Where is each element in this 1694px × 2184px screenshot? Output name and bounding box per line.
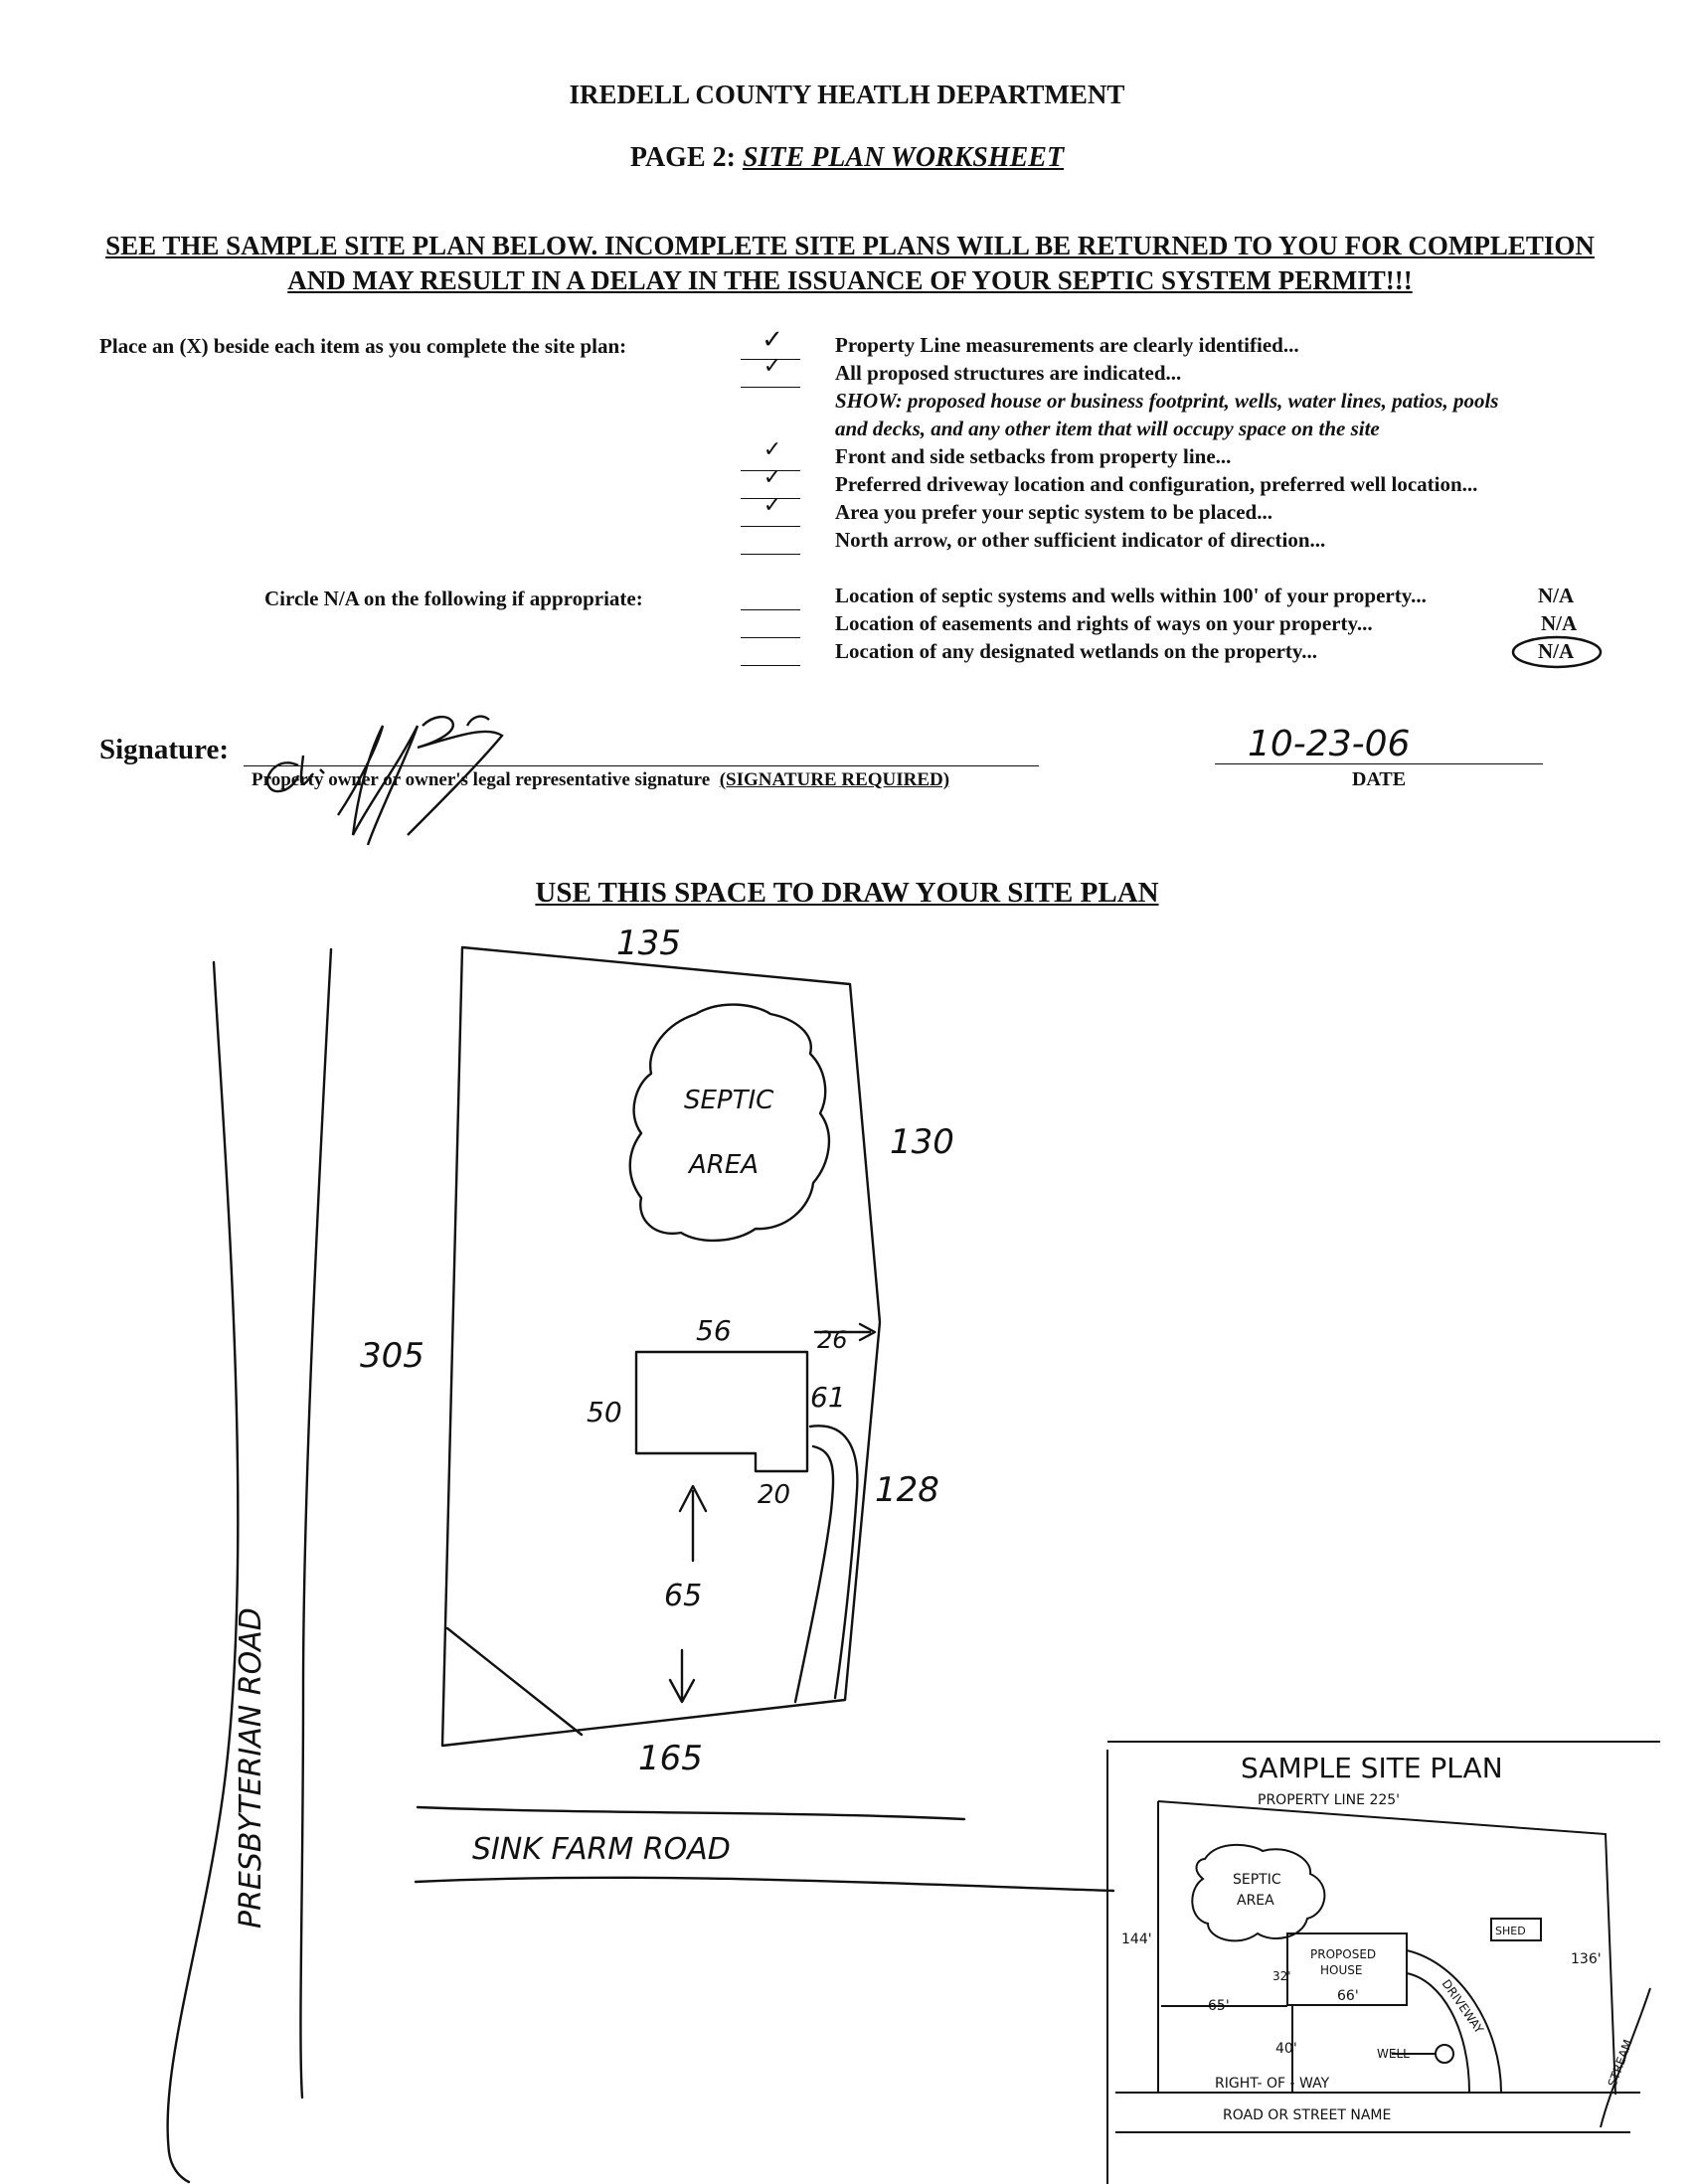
sample-right-dim: 136' — [1571, 1951, 1602, 1967]
house-width: 56 — [696, 1314, 732, 1347]
sample-site-plan: SAMPLE SITE PLAN PROPERTY LINE 225' SEPT… — [1106, 1741, 1660, 2184]
checklist-item: All proposed structures are indicated... — [835, 361, 1182, 385]
sample-title: SAMPLE SITE PLAN — [1241, 1752, 1503, 1784]
checklist-item: SHOW: proposed house or business footpri… — [835, 389, 1499, 413]
checklist-item: and decks, and any other item that will … — [835, 417, 1380, 440]
road-south-edge — [414, 1876, 1115, 1893]
na-option[interactable]: N/A — [1541, 611, 1578, 635]
na-item: Location of easements and rights of ways… — [835, 611, 1373, 635]
checkbox-line — [741, 498, 800, 499]
checklist-item: Front and side setbacks from property li… — [835, 444, 1232, 468]
driveway — [808, 1425, 859, 1700]
checklist-item: North arrow, or other sufficient indicat… — [835, 528, 1326, 552]
sample-house-width: 66' — [1337, 1988, 1359, 2004]
sample-stream: STREAM — [1606, 2038, 1635, 2089]
signature-caption: Property owner or owner's legal represen… — [252, 769, 949, 791]
drawing-space-title: USE THIS SPACE TO DRAW YOUR SITE PLAN — [535, 877, 1159, 909]
sample-front: 40' — [1275, 2041, 1297, 2057]
road-south-label: SINK FARM ROAD — [472, 1832, 731, 1867]
checkbox-mark[interactable]: ✓ — [762, 325, 783, 355]
na-circle-mark — [1511, 635, 1603, 669]
checkbox-mark[interactable]: ✓ — [762, 354, 782, 379]
road-west-label: PRESBYTERIAN ROAD — [234, 1607, 268, 1929]
checklist-item: Area you prefer your septic system to be… — [835, 500, 1272, 524]
date-value[interactable]: 10-23-06 — [1248, 724, 1411, 764]
checklist-instruction: Place an (X) beside each item as you com… — [99, 334, 627, 358]
signature-line[interactable] — [244, 765, 1039, 766]
sample-property-line: PROPERTY LINE 225' — [1258, 1792, 1400, 1808]
signature-required: (SIGNATURE REQUIRED) — [719, 769, 950, 790]
na-option-circled[interactable]: N/A — [1538, 639, 1575, 663]
sample-setback: 65' — [1208, 1998, 1230, 2014]
na-item: Location of septic systems and wells wit… — [835, 584, 1427, 607]
na-option[interactable]: N/A — [1538, 584, 1575, 607]
page-prefix: PAGE 2: — [629, 142, 736, 173]
page-heading: PAGE 2: SITE PLAN WORKSHEET — [0, 142, 1694, 174]
checkbox-mark[interactable]: ✓ — [762, 465, 782, 490]
sample-septic: SEPTIC — [1233, 1872, 1281, 1888]
side-setback: 26 — [817, 1326, 848, 1354]
department-title: IREDELL COUNTY HEATLH DEPARTMENT — [569, 80, 1125, 109]
property-boundary — [440, 945, 882, 1748]
house-offset: 20 — [758, 1480, 790, 1510]
checkbox-mark[interactable]: ✓ — [762, 437, 782, 462]
driveway — [793, 1444, 835, 1704]
setback-arrow — [678, 1484, 708, 1563]
dim-right-upper: 130 — [890, 1122, 954, 1162]
side-setback-arrow — [813, 1322, 877, 1342]
checklist-item: Property Line measurements are clearly i… — [835, 333, 1299, 357]
page-title: SITE PLAN WORKSHEET — [742, 142, 1065, 173]
checkbox-mark[interactable]: ✓ — [762, 493, 782, 518]
checkbox-line[interactable] — [741, 609, 800, 610]
checkbox-line — [741, 387, 800, 388]
checkbox-line — [741, 470, 800, 471]
sample-left-dim: 144' — [1121, 1932, 1152, 1947]
checkbox-line[interactable] — [741, 637, 800, 638]
setback-arrow — [668, 1648, 696, 1704]
signature-caption-text: Property owner or owner's legal represen… — [252, 769, 711, 790]
septic-area-cloud — [628, 1003, 831, 1243]
checklist-item: Preferred driveway location and configur… — [835, 472, 1478, 496]
checkbox-line[interactable] — [741, 554, 800, 555]
handwritten-signature — [265, 715, 504, 846]
checkbox-line — [741, 359, 800, 360]
dim-bottom: 165 — [638, 1739, 703, 1778]
house-depth: 50 — [587, 1396, 622, 1428]
house-side: 61 — [810, 1381, 846, 1414]
checkbox-line — [741, 526, 800, 527]
dim-left: 305 — [360, 1336, 424, 1376]
corner-triangle — [445, 1626, 584, 1737]
front-setback: 65 — [664, 1579, 702, 1613]
septic-label: SEPTIC — [684, 1086, 774, 1115]
date-line — [1215, 763, 1543, 764]
na-item: Location of any designated wetlands on t… — [835, 639, 1317, 663]
sample-right-of-way: RIGHT- OF - WAY — [1215, 2076, 1330, 2092]
sample-road-name: ROAD OR STREET NAME — [1223, 2107, 1391, 2123]
sample-house-depth: 32' — [1272, 1969, 1291, 1983]
date-label: DATE — [1351, 768, 1407, 790]
sample-house: HOUSE — [1320, 1963, 1362, 1977]
sample-proposed: PROPOSED — [1310, 1947, 1376, 1961]
road-west-edge — [166, 960, 240, 2184]
dim-right-lower: 128 — [875, 1470, 939, 1510]
sample-shed: SHED — [1495, 1925, 1526, 1937]
dim-top: 135 — [616, 924, 681, 963]
na-instruction: Circle N/A on the following if appropria… — [264, 587, 643, 610]
sample-well: WELL — [1377, 2047, 1410, 2061]
signature-label: Signature: — [99, 734, 229, 765]
road-south-edge — [416, 1805, 966, 1821]
notice-text: SEE THE SAMPLE SITE PLAN BELOW. INCOMPLE… — [105, 231, 1595, 295]
area-label: AREA — [687, 1150, 759, 1180]
checkbox-line[interactable] — [741, 665, 800, 666]
sample-area: AREA — [1237, 1893, 1274, 1909]
road-west-edge — [299, 947, 333, 2100]
proposed-house — [634, 1350, 809, 1473]
